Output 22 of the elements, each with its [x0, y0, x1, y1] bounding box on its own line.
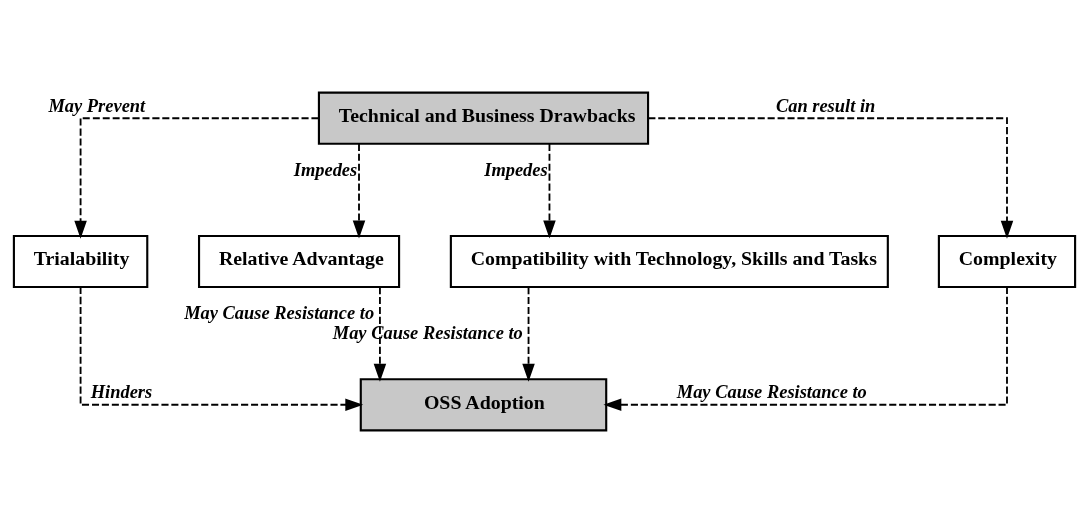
node-box: Compatibility with Technology, Skills and Tasks	[449, 234, 889, 289]
arrow	[522, 286, 535, 382]
edge-label: May Cause Resistance to	[332, 323, 523, 344]
edge-label: Impedes	[293, 160, 358, 181]
node-box: OSS Adoption	[359, 378, 608, 432]
edge-label: Impedes	[484, 160, 548, 181]
edge-label: May Cause Resistance to	[184, 303, 375, 324]
arrow	[647, 117, 1014, 239]
edge-label: May Prevent	[48, 95, 146, 116]
node-box: Complexity	[937, 234, 1077, 289]
node-box: Trialability	[12, 234, 149, 289]
node-box: Technical and Business Drawbacks	[317, 91, 650, 145]
arrow	[352, 142, 366, 239]
arrow	[373, 286, 387, 382]
arrow	[543, 142, 556, 239]
arrow	[74, 117, 320, 239]
arrow	[603, 286, 1008, 412]
arrow	[79, 286, 364, 412]
edge-label: May Cause Resistance to	[676, 382, 867, 403]
node-box: Relative Advantage	[198, 234, 401, 289]
edge-label: Can result in	[775, 95, 876, 116]
edge-label: Hinders	[90, 382, 153, 403]
